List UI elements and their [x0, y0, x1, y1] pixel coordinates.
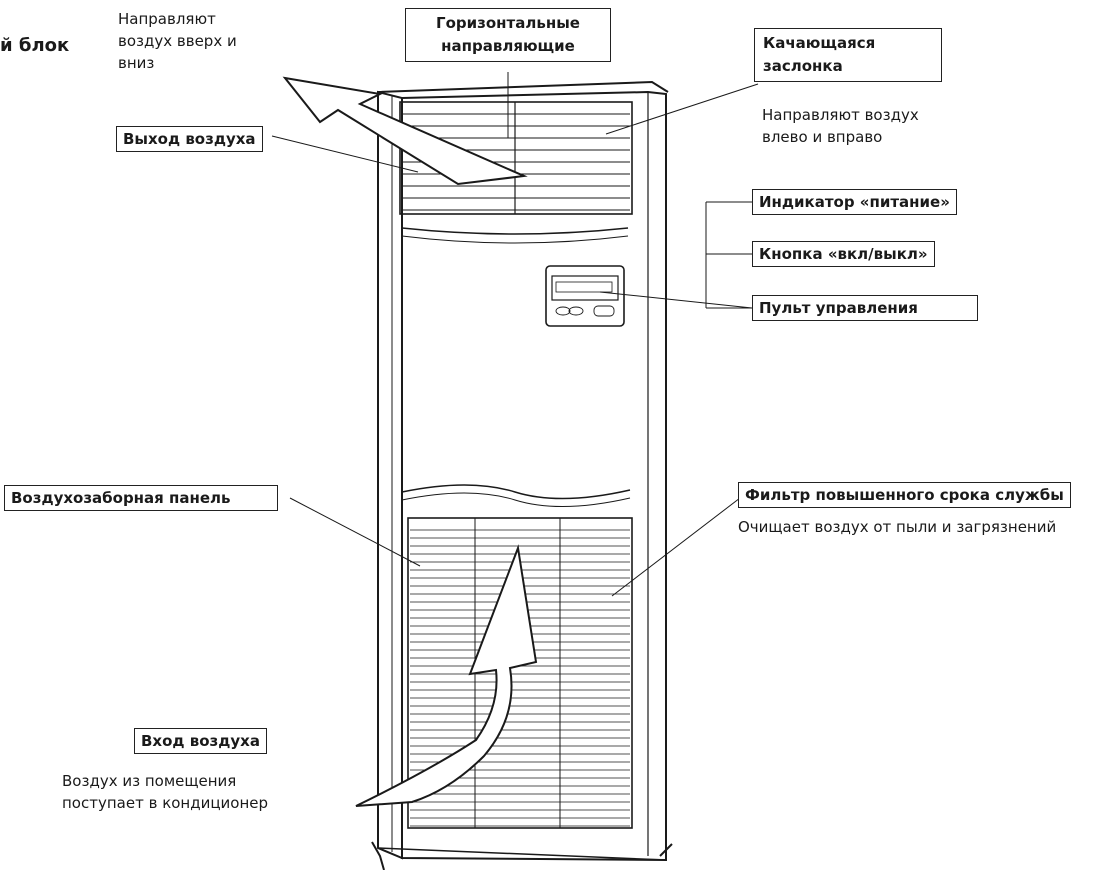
filter-desc: Очищает воздух от пыли и загрязнений — [738, 518, 1057, 536]
onoff-button-label: Кнопка «вкл/выкл» — [752, 241, 935, 267]
filter-label: Фильтр повышенного срока службы — [738, 482, 1071, 508]
power-indicator-label: Индикатор «питание» — [752, 189, 957, 215]
air-inlet-arrow — [355, 544, 538, 807]
panel-seam — [401, 484, 631, 508]
air-inlet-label: Вход воздуха — [134, 728, 267, 754]
air-inlet-desc: Воздух из помещения поступает в кондицио… — [62, 772, 269, 812]
cabinet-body — [371, 80, 673, 870]
outlet-grille — [399, 101, 633, 244]
intake-grille — [407, 517, 633, 829]
air-outlet-label: Выход воздуха — [116, 126, 263, 152]
swing-flap-label: Качающаяся заслонка — [754, 28, 942, 82]
louvers-desc: Направляют воздух вверх и вниз — [118, 10, 237, 72]
remote-control-label: Пульт управления — [752, 295, 978, 321]
control-panel — [545, 265, 625, 327]
swing-flap-desc: Направляют воздух влево и вправо — [762, 106, 919, 146]
horizontal-louvers-label: Горизонтальные направляющие — [405, 8, 611, 62]
air-outlet-arrow — [282, 76, 528, 186]
leader-lines — [271, 72, 759, 597]
intake-panel-label: Воздухозаборная панель — [4, 485, 278, 511]
title-fragment: й блок — [0, 35, 70, 56]
